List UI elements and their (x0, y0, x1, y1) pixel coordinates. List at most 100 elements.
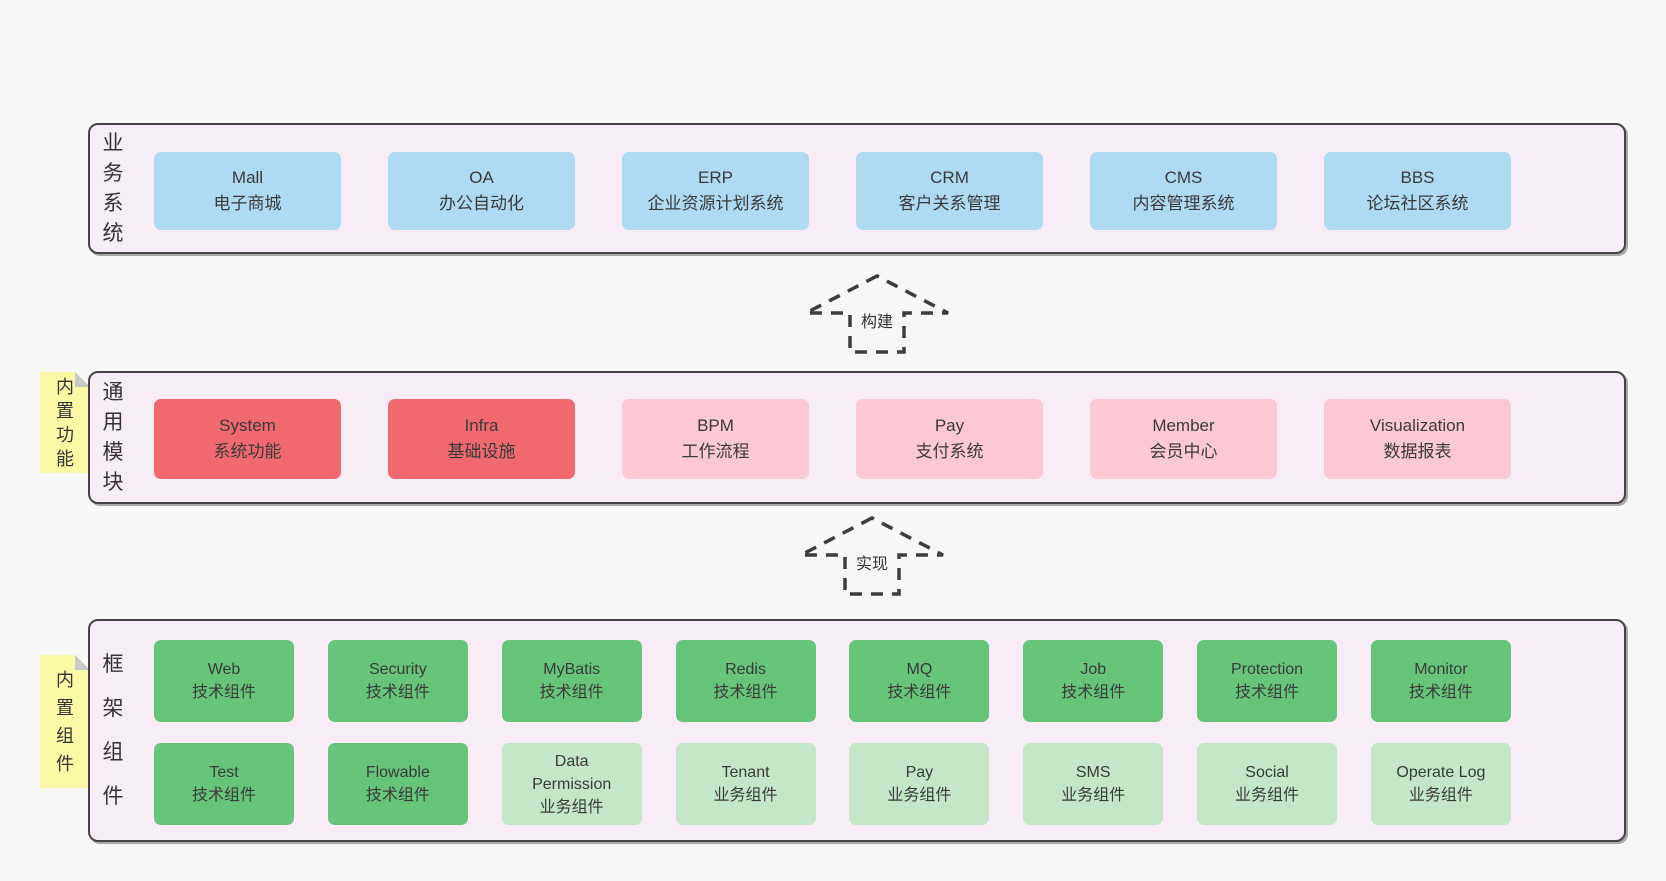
box-title: BBS (1400, 168, 1435, 187)
box-visualization: Visualization 数据报表 (1324, 399, 1511, 479)
dashed-up-arrow-icon (805, 274, 949, 354)
box-subtitle: 论坛社区系统 (1366, 194, 1469, 213)
box-pay-component: Pay 业务组件 (849, 743, 990, 825)
sticky-note-label: 内置组件 (56, 669, 74, 774)
box-subtitle: 技术组件 (887, 684, 952, 701)
box-pay: Pay 支付系统 (856, 399, 1043, 479)
box-title: MyBatis (543, 661, 601, 678)
implement-arrow: 实现 (797, 515, 947, 597)
box-title: Security (368, 661, 427, 678)
box-flowable: Flowable 技术组件 (327, 743, 468, 825)
box-bpm: BPM 工作流程 (622, 399, 809, 479)
box-title: Test (209, 764, 239, 781)
box-subtitle: 业务组件 (539, 798, 604, 816)
sticky-note-built-in-features: 内置功能 (40, 372, 90, 473)
box-title: Mall (231, 168, 264, 187)
box-subtitle: 业务组件 (1061, 787, 1126, 804)
box-title: OA (469, 168, 494, 187)
section-framework-components: 框架组件 Web 技术组件 Security 技术组件 MyBatis 技术组件… (88, 619, 1626, 842)
box-title: Member (1152, 416, 1215, 435)
box-oa: OA 办公自动化 (388, 152, 575, 230)
dashed-up-arrow-icon (800, 516, 944, 596)
box-subtitle: 技术组件 (713, 684, 778, 701)
section-label-framework-components: 框架组件 (102, 652, 124, 808)
box-subtitle: 技术组件 (1408, 684, 1473, 701)
box-subtitle: 技术组件 (1235, 684, 1300, 701)
box-sms: SMS 业务组件 (1023, 743, 1164, 825)
box-tenant: Tenant 业务组件 (675, 743, 816, 825)
framework-box-row-1: Web 技术组件 Security 技术组件 MyBatis 技术组件 Redi… (154, 640, 1511, 722)
build-arrow: 构建 (802, 273, 952, 355)
box-social: Social 业务组件 (1197, 743, 1338, 825)
box-subtitle: 工作流程 (681, 442, 750, 461)
box-title: Infra (464, 416, 499, 435)
sticky-note-label: 内置功能 (56, 376, 74, 469)
folded-corner-icon (75, 372, 90, 387)
box-subtitle: 办公自动化 (439, 194, 524, 213)
box-title: CMS (1164, 168, 1203, 187)
box-mq: MQ 技术组件 (849, 640, 990, 722)
build-arrow-label: 构建 (857, 307, 897, 333)
box-infra: Infra 基础设施 (388, 399, 575, 479)
section-label-common-modules: 通用模块 (102, 380, 124, 494)
box-subtitle: 技术组件 (365, 684, 430, 701)
box-operate-log: Operate Log 业务组件 (1370, 743, 1511, 825)
modules-box-row: System 系统功能 Infra 基础设施 BPM 工作流程 Pay 支付系统… (154, 399, 1511, 479)
box-crm: CRM 客户关系管理 (856, 152, 1043, 230)
box-title: Visualization (1369, 416, 1466, 435)
box-title: ERP (698, 168, 733, 187)
box-protection: Protection 技术组件 (1197, 640, 1338, 722)
box-subtitle: 技术组件 (539, 684, 604, 701)
box-title: Protection (1231, 661, 1304, 678)
box-cms: CMS 内容管理系统 (1090, 152, 1277, 230)
box-title: CRM (930, 168, 969, 187)
box-subtitle: 业务组件 (1408, 787, 1473, 804)
box-security: Security 技术组件 (327, 640, 468, 722)
business-box-row: Mall 电子商城 OA 办公自动化 ERP 企业资源计划系统 CRM 客户关系… (154, 152, 1511, 230)
box-subtitle: 技术组件 (1061, 684, 1126, 701)
box-subtitle: 企业资源计划系统 (647, 194, 784, 213)
box-test: Test 技术组件 (154, 743, 294, 825)
box-mall: Mall 电子商城 (154, 152, 341, 230)
box-title: Social (1245, 764, 1289, 781)
box-redis: Redis 技术组件 (675, 640, 816, 722)
box-title: MQ (906, 661, 933, 678)
box-web: Web 技术组件 (154, 640, 294, 722)
box-subtitle: 业务组件 (1235, 787, 1300, 804)
box-data-permission: Data Permission 业务组件 (501, 743, 642, 825)
box-subtitle: 业务组件 (887, 787, 952, 804)
box-subtitle: 客户关系管理 (898, 194, 1001, 213)
box-title: Operate Log (1396, 764, 1486, 781)
box-subtitle: 内容管理系统 (1132, 194, 1235, 213)
box-title: Data Permission (532, 752, 612, 793)
box-subtitle: 业务组件 (713, 787, 778, 804)
box-title: SMS (1075, 764, 1111, 781)
box-member: Member 会员中心 (1090, 399, 1277, 479)
box-subtitle: 会员中心 (1149, 442, 1218, 461)
box-title: Pay (934, 416, 965, 435)
box-title: Flowable (365, 764, 430, 781)
folded-corner-icon (75, 655, 90, 670)
box-subtitle: 电子商城 (213, 194, 282, 213)
box-title: Tenant (721, 764, 770, 781)
implement-arrow-label: 实现 (852, 549, 892, 575)
framework-box-row-2: Test 技术组件 Flowable 技术组件 Data Permission … (154, 743, 1511, 825)
box-title: Monitor (1414, 661, 1468, 678)
box-system: System 系统功能 (154, 399, 341, 479)
box-subtitle: 技术组件 (191, 787, 256, 804)
box-subtitle: 支付系统 (915, 442, 984, 461)
box-title: Pay (905, 764, 934, 781)
section-business-systems: 业务系统 Mall 电子商城 OA 办公自动化 ERP 企业资源计划系统 CRM… (88, 123, 1626, 254)
box-subtitle: 技术组件 (191, 684, 256, 701)
box-job: Job 技术组件 (1023, 640, 1164, 722)
box-bbs: BBS 论坛社区系统 (1324, 152, 1511, 230)
box-title: System (219, 416, 276, 435)
box-monitor: Monitor 技术组件 (1370, 640, 1511, 722)
box-mybatis: MyBatis 技术组件 (501, 640, 642, 722)
section-common-modules: 通用模块 System 系统功能 Infra 基础设施 BPM 工作流程 Pay… (88, 371, 1626, 504)
box-title: Job (1080, 661, 1107, 678)
section-label-business-systems: 业务系统 (102, 131, 124, 245)
box-subtitle: 系统功能 (213, 442, 282, 461)
box-erp: ERP 企业资源计划系统 (622, 152, 809, 230)
